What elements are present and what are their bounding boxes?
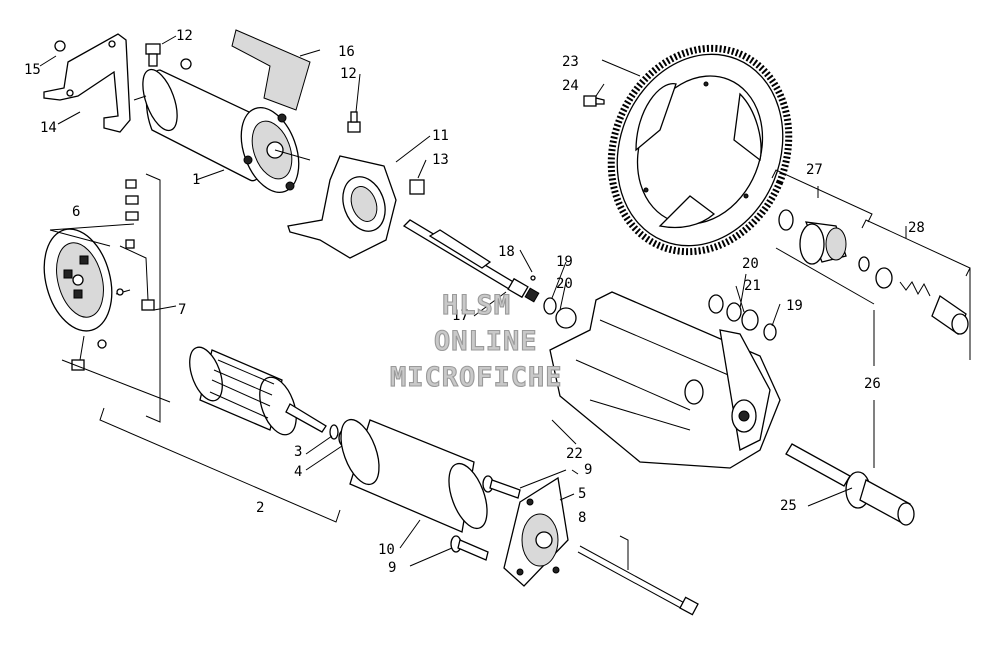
cover-plate xyxy=(231,29,311,111)
callout-2: 2 xyxy=(256,500,264,516)
callout-1: 1 xyxy=(192,172,200,188)
callout-9-upper: 9 xyxy=(584,462,592,478)
callout-19-right: 19 xyxy=(786,298,803,314)
callout-labels: 1 2 3 4 5 6 7 8 9 9 10 11 12 12 13 14 15… xyxy=(24,28,925,576)
callout-16: 16 xyxy=(338,44,355,60)
armature xyxy=(189,346,327,436)
screw-24 xyxy=(583,95,605,107)
screw-9-lower xyxy=(450,535,489,561)
callout-7: 7 xyxy=(178,302,186,318)
callout-6: 6 xyxy=(72,204,80,220)
clip-19-left xyxy=(543,297,557,315)
watermark-line1: HLSM xyxy=(442,290,511,321)
callout-3: 3 xyxy=(294,444,302,460)
group-brackets xyxy=(49,169,971,570)
washer-21 xyxy=(726,302,742,322)
callout-19-left: 19 xyxy=(556,254,573,270)
nut-13 xyxy=(409,179,425,195)
brush-lead xyxy=(71,335,107,371)
callout-12-right: 12 xyxy=(340,66,357,82)
end-cap xyxy=(503,476,569,587)
terminal-assembly xyxy=(115,179,155,311)
output-shaft xyxy=(785,443,915,526)
clip-19-right xyxy=(763,323,777,341)
field-frame xyxy=(340,418,488,533)
callout-20-left: 20 xyxy=(556,276,573,292)
callout-11: 11 xyxy=(432,128,449,144)
callout-22: 22 xyxy=(566,446,583,462)
callout-14: 14 xyxy=(40,120,57,136)
watermark-line2: ONLINE xyxy=(434,326,538,357)
washer-20-left xyxy=(555,307,577,329)
pinion-drive xyxy=(778,209,969,335)
callout-27: 27 xyxy=(806,162,823,178)
ring-gear xyxy=(607,44,793,256)
washer-3 xyxy=(329,424,339,440)
through-bolt xyxy=(577,545,699,616)
screw-12-right xyxy=(347,111,361,133)
callout-21: 21 xyxy=(744,278,761,294)
callout-25: 25 xyxy=(780,498,797,514)
washer-20-outer xyxy=(741,309,759,331)
callout-20-right: 20 xyxy=(742,256,759,272)
mounting-bracket xyxy=(43,33,131,133)
callout-24: 24 xyxy=(562,78,579,94)
watermark: HLSM ONLINE MICROFICHE xyxy=(389,289,563,393)
leader-lines xyxy=(39,35,907,567)
watermark-line3: MICROFICHE xyxy=(390,362,563,393)
callout-23: 23 xyxy=(562,54,579,70)
pinion-shaft xyxy=(402,219,540,303)
callout-9-lower: 9 xyxy=(388,560,396,576)
brush-plate xyxy=(43,228,113,332)
drive-housing xyxy=(287,155,397,259)
callout-12-top: 12 xyxy=(176,28,193,44)
mounting-plate xyxy=(549,291,781,469)
callout-17: 17 xyxy=(452,308,469,324)
callout-8: 8 xyxy=(578,510,586,526)
washer-20-right xyxy=(708,294,724,314)
screw-9-upper xyxy=(482,475,521,499)
screw-12-top xyxy=(145,43,161,67)
starter-motor-housing xyxy=(133,58,311,193)
callout-18: 18 xyxy=(498,244,515,260)
callout-5: 5 xyxy=(578,486,586,502)
callout-10: 10 xyxy=(378,542,395,558)
callout-26: 26 xyxy=(864,376,881,392)
callout-4: 4 xyxy=(294,464,302,480)
callout-13: 13 xyxy=(432,152,449,168)
callout-15: 15 xyxy=(24,62,41,78)
callout-28: 28 xyxy=(908,220,925,236)
